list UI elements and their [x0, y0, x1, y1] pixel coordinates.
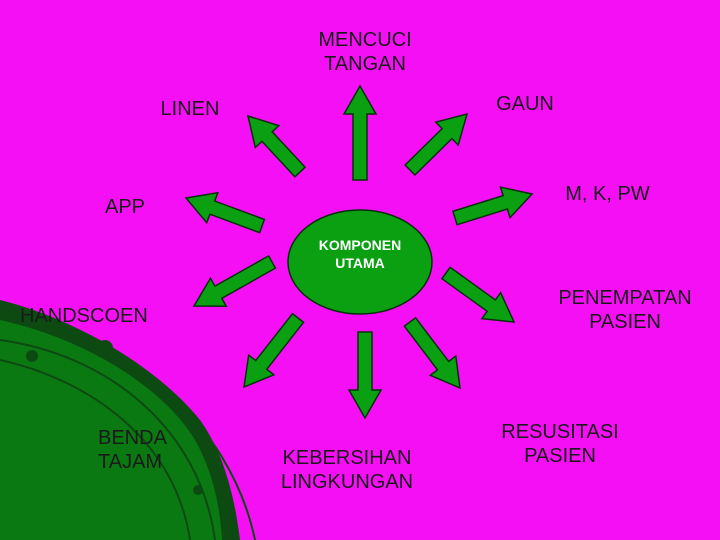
label-resusitasi-pasien: RESUSITASI PASIEN — [480, 420, 640, 468]
label-resusitasi-line2: PASIEN — [524, 445, 596, 467]
label-penempatan-line2: PASIEN — [589, 311, 661, 333]
label-kebersihan-lingkungan: KEBERSIHAN LINGKUNGAN — [262, 446, 432, 494]
label-app: APP — [104, 196, 146, 218]
label-benda-line1: BENDA — [98, 427, 167, 449]
curve-line-2 — [0, 339, 216, 540]
dot-1 — [97, 340, 113, 356]
label-mencuci-tangan: MENCUCI TANGAN — [290, 28, 440, 76]
arrow-benda-tajam — [243, 312, 305, 389]
label-mencuci-line2: TANGAN — [324, 53, 406, 75]
label-penempatan-line1: PENEMPATAN — [558, 287, 692, 309]
arrow-kebersihan — [347, 331, 383, 420]
center-circle — [287, 209, 433, 315]
center-label-line2: UTAMA — [335, 255, 385, 271]
arrow-app — [184, 191, 266, 234]
curve-line-3 — [0, 359, 191, 540]
arrow-mkpw — [451, 186, 534, 226]
arrow-handscoen — [192, 254, 277, 307]
dot-2 — [26, 350, 38, 362]
label-benda-tajam: BENDA TAJAM — [98, 426, 167, 474]
label-resusitasi-line1: RESUSITASI — [501, 421, 619, 443]
arrow-penempatan — [440, 266, 516, 323]
label-gaun: GAUN — [496, 93, 554, 115]
center-label-line1: KOMPONEN — [318, 237, 402, 253]
label-handscoen: HANDSCOEN — [20, 305, 148, 327]
center-label: KOMPONEN UTAMA — [300, 236, 420, 272]
green-corner-highlight — [0, 320, 222, 540]
label-kebersihan-line1: KEBERSIHAN — [282, 447, 412, 469]
label-mencuci-line1: MENCUCI — [318, 29, 412, 51]
curve-line-1 — [0, 314, 256, 540]
label-kebersihan-line2: LINGKUNGAN — [280, 471, 414, 493]
label-benda-line2: TAJAM — [98, 451, 163, 473]
arrow-mencuci-tangan — [342, 84, 378, 181]
dot-3 — [193, 485, 203, 495]
arrow-resusitasi — [403, 316, 461, 390]
label-penempatan-pasien: PENEMPATAN PASIEN — [535, 286, 715, 334]
label-mkpw: M, K, PW — [565, 183, 650, 205]
label-linen: LINEN — [160, 98, 220, 120]
arrow-linen — [246, 114, 307, 178]
arrow-gaun — [404, 112, 469, 177]
